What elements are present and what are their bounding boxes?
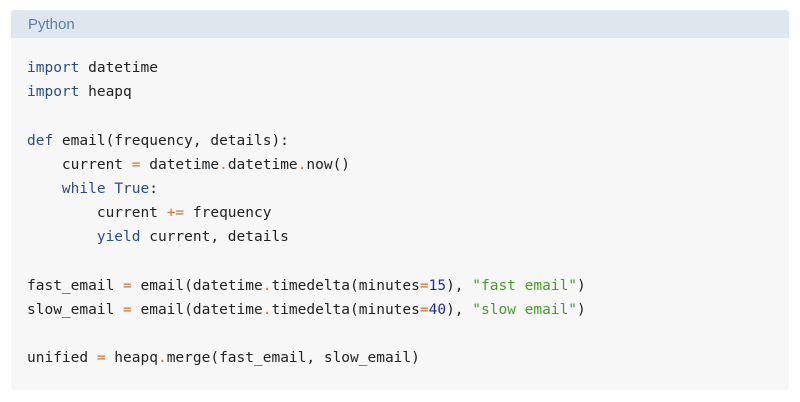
- number-token: 15: [428, 277, 447, 294]
- code-line-6: while True:: [27, 177, 789, 201]
- code-line-8: yield current, details: [27, 225, 789, 249]
- code-token: email(datetime: [131, 301, 263, 318]
- code-token: email(datetime: [131, 277, 263, 294]
- operator-token: =: [131, 156, 141, 173]
- code-token: ): [577, 301, 586, 318]
- keyword-token: while: [61, 180, 106, 197]
- operator-token: =: [123, 277, 132, 294]
- operator-token: .: [262, 277, 272, 294]
- keyword-token: import: [27, 84, 80, 101]
- code-language-header: Python: [11, 10, 789, 38]
- code-token: datetime: [227, 156, 298, 173]
- code-token: ),: [446, 301, 473, 318]
- code-token: fast_email: [27, 277, 124, 294]
- code-token: timedelta(minutes: [271, 301, 420, 318]
- keyword-token: import: [27, 60, 80, 76]
- code-line-blank: [27, 104, 789, 128]
- code-token: email(frequency, details):: [53, 132, 289, 149]
- code-token: heapq: [79, 84, 132, 101]
- code-token: [106, 181, 115, 197]
- operator-token: .: [219, 156, 228, 173]
- operator-token: +=: [166, 205, 185, 222]
- operator-token: .: [157, 350, 167, 367]
- code-token: frequency: [184, 205, 272, 222]
- code-token: :: [149, 180, 158, 197]
- code-line-2: import heapq: [27, 80, 789, 104]
- operator-token: =: [419, 277, 429, 294]
- code-line-7: current += frequency: [27, 201, 789, 225]
- code-token: [27, 181, 62, 197]
- code-token: datetime: [79, 60, 158, 76]
- code-token: ): [577, 277, 586, 294]
- code-token: slow_email: [27, 301, 124, 318]
- string-token: "fast email": [472, 277, 578, 294]
- code-line-4: def email(frequency, details):: [27, 129, 789, 153]
- code-token: current: [27, 156, 132, 173]
- keyword-token: yield: [96, 229, 141, 246]
- code-line-10: fast_email = email(datetime.timedelta(mi…: [27, 274, 789, 298]
- language-label: Python: [28, 15, 75, 33]
- code-content[interactable]: import datetime import heapq def email(f…: [11, 38, 789, 370]
- code-token: timedelta(minutes: [271, 277, 420, 294]
- code-line-13: unified = heapq.merge(fast_email, slow_e…: [27, 346, 789, 370]
- operator-token: =: [123, 301, 132, 318]
- string-token: "slow email": [472, 301, 578, 318]
- code-token: heapq: [105, 350, 158, 367]
- code-token: datetime: [140, 156, 220, 173]
- operator-token: .: [297, 156, 307, 173]
- code-token: merge(fast_email, slow_email): [166, 350, 420, 367]
- operator-token: =: [419, 301, 429, 318]
- code-token: [27, 229, 97, 245]
- code-block: Python import datetime import heapq def …: [11, 10, 789, 390]
- code-line-blank: [27, 322, 789, 346]
- code-token: current, details: [140, 229, 289, 246]
- code-line-5: current = datetime.datetime.now(): [27, 153, 789, 177]
- code-token: ),: [446, 277, 473, 294]
- code-token: now(): [306, 156, 351, 173]
- code-line-11: slow_email = email(datetime.timedelta(mi…: [27, 298, 789, 322]
- number-token: 40: [428, 301, 447, 318]
- code-line-blank: [27, 250, 789, 274]
- keyword-token: True: [114, 180, 150, 197]
- code-token: current: [27, 205, 167, 222]
- code-token: unified: [27, 350, 97, 367]
- operator-token: =: [96, 350, 106, 367]
- keyword-token: def: [27, 132, 54, 149]
- code-line-1: import datetime: [27, 56, 789, 80]
- operator-token: .: [262, 301, 272, 318]
